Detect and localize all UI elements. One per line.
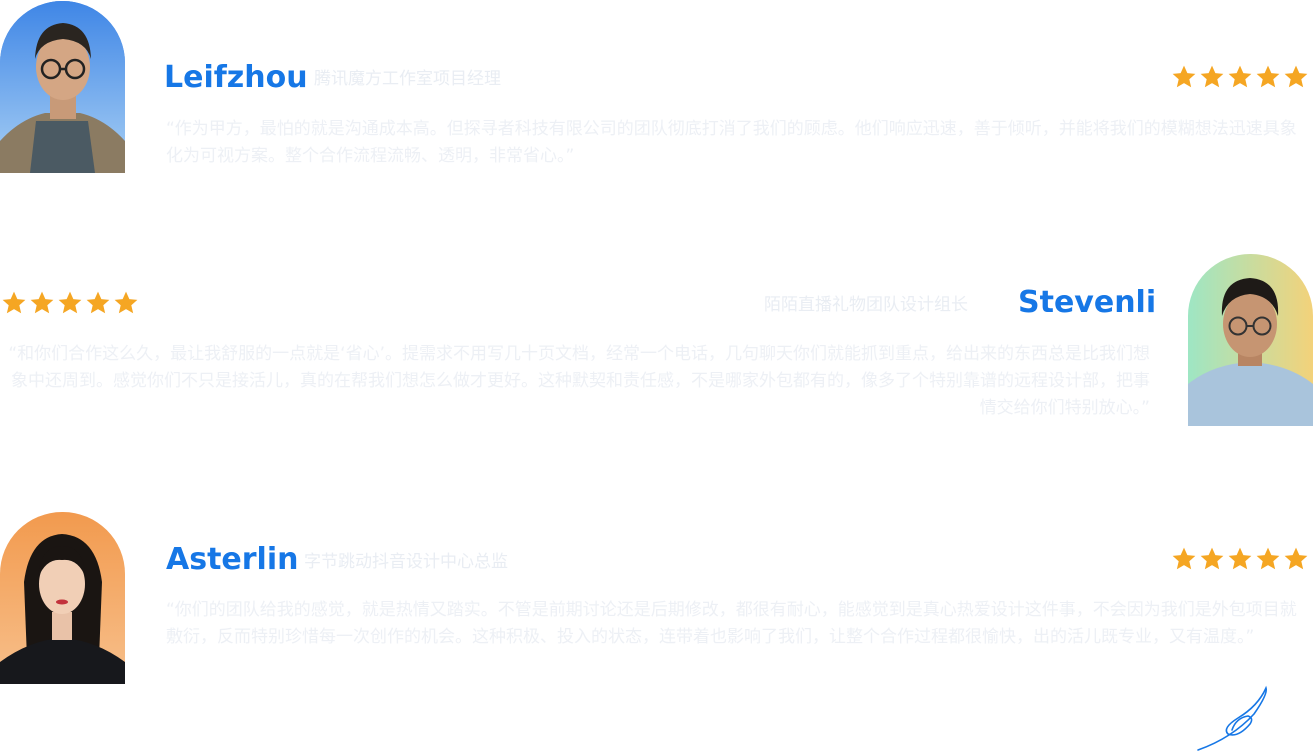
- reviewer-name: Leifzhou: [164, 60, 308, 95]
- star-icon: [1199, 546, 1225, 572]
- reviewer-role: 陌陌直播礼物团队设计组长: [764, 295, 968, 315]
- avatar-asterlin: [0, 512, 125, 684]
- rating-stars: [1171, 64, 1309, 90]
- reviewer-role: 腾讯魔方工作室项目经理: [314, 69, 501, 89]
- star-icon: [57, 290, 83, 316]
- star-icon: [113, 290, 139, 316]
- testimonial-quote: “和你们合作这么久，最让我舒服的一点就是‘省心’。提需求不用写几十页文档，经常一…: [8, 344, 1150, 418]
- avatar-stevenli: [1188, 254, 1313, 426]
- rating-stars: [1, 290, 139, 316]
- star-icon: [1, 290, 27, 316]
- avatar-leifzhou: [0, 1, 125, 173]
- star-icon: [1283, 64, 1309, 90]
- star-icon: [1227, 64, 1253, 90]
- reviewer-name: Stevenli: [1018, 285, 1157, 320]
- rating-stars: [1171, 546, 1309, 572]
- star-icon: [29, 290, 55, 316]
- star-icon: [1255, 64, 1281, 90]
- star-icon: [1199, 64, 1225, 90]
- star-icon: [1171, 546, 1197, 572]
- testimonial-quote: “作为甲方，最怕的就是沟通成本高。但探寻者科技有限公司的团队彻底打消了我们的顾虑…: [166, 119, 1297, 166]
- star-icon: [85, 290, 111, 316]
- star-icon: [1283, 546, 1309, 572]
- swoosh-decoration: [1197, 685, 1268, 751]
- star-icon: [1227, 546, 1253, 572]
- star-icon: [1255, 546, 1281, 572]
- star-icon: [1171, 64, 1197, 90]
- reviewer-role: 字节跳动抖音设计中心总监: [304, 552, 508, 572]
- testimonial-quote: “你们的团队给我的感觉，就是热情又踏实。不管是前期讨论还是后期修改，都很有耐心，…: [166, 600, 1297, 647]
- reviewer-name: Asterlin: [166, 542, 299, 577]
